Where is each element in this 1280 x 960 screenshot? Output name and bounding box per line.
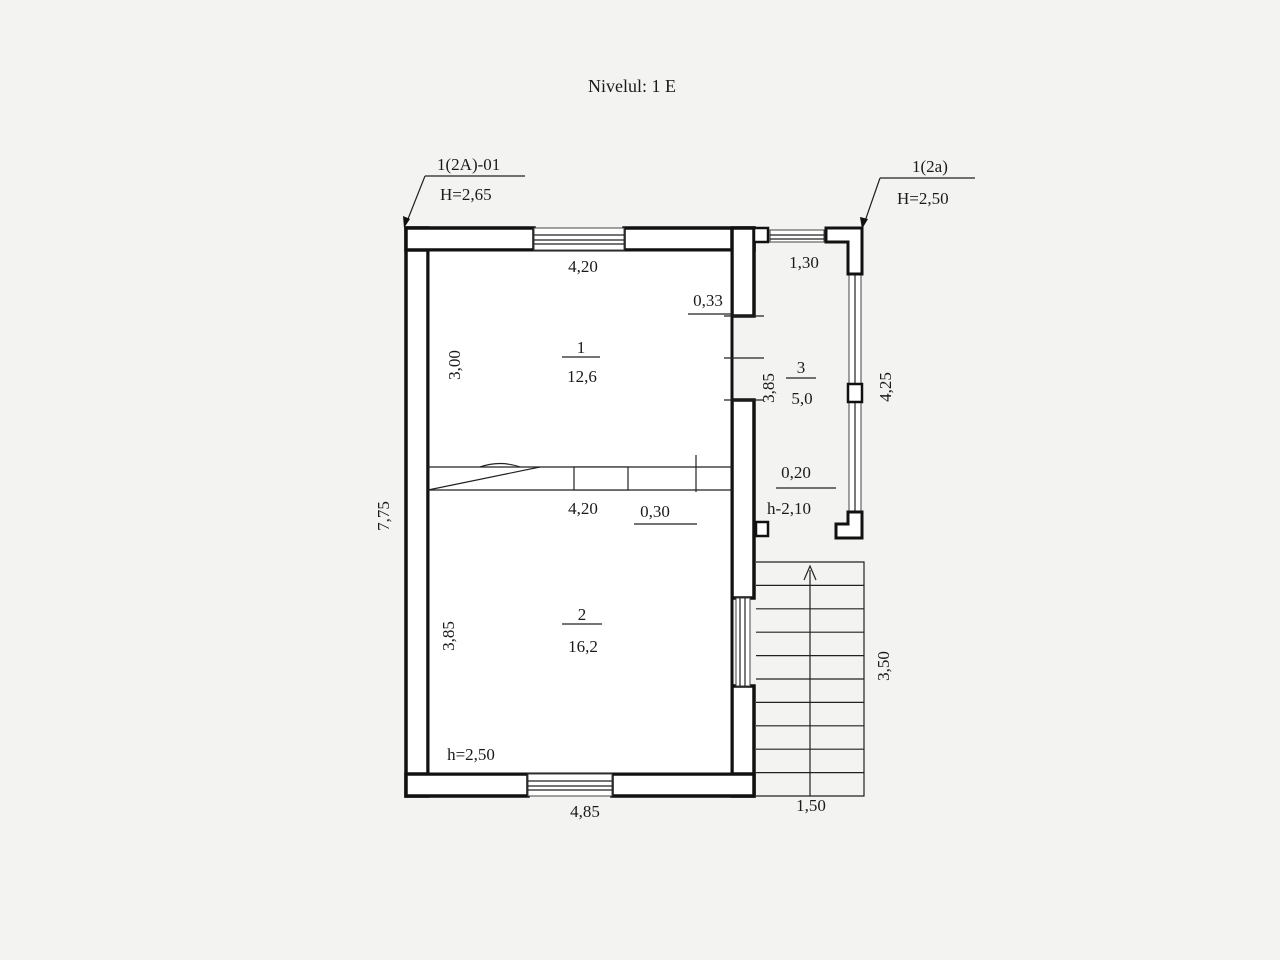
stair-arrow-head: [803, 564, 817, 581]
dim-terrace-width: 1,30: [789, 253, 819, 272]
windows: [527, 227, 862, 797]
dimension-labels: 4,20 1,30 0,33 3,00 3,85 4,25 4,20 0,30 …: [374, 253, 895, 821]
terrace-columns: [752, 226, 864, 540]
room-1-number: 1: [577, 338, 586, 357]
room-2-area: 16,2: [568, 637, 598, 656]
dim-mid-wall: 0,30: [640, 502, 670, 521]
callout-left: 1(2A)-01 H=2,65: [403, 155, 525, 228]
callout-right: 1(2a) H=2,50: [860, 157, 975, 229]
room-1-area: 12,6: [567, 367, 597, 386]
mid-partition: [427, 455, 732, 492]
room-2-label: 2 16,2: [562, 605, 602, 656]
dim-mid-width: 4,20: [568, 499, 598, 518]
room-3-area: 5,0: [791, 389, 812, 408]
dim-top-room1-width: 4,20: [568, 257, 598, 276]
door-opening-terrace: [724, 315, 764, 401]
dim-ceiling-height: h=2,50: [447, 745, 495, 764]
room-3-label: 3 5,0: [786, 358, 816, 408]
dim-room2-height: 3,85: [439, 621, 458, 651]
callout-left-code: 1(2A)-01: [437, 155, 500, 174]
dim-terrace-side: 4,25: [876, 372, 895, 402]
dim-partition-thickness: 0,33: [693, 291, 723, 310]
dim-bottom-width: 4,85: [570, 802, 600, 821]
callout-right-height: H=2,50: [897, 189, 949, 208]
room-2-number: 2: [578, 605, 587, 624]
room-3-number: 3: [797, 358, 806, 377]
stair: [756, 561, 865, 797]
plan-title: Nivelul: 1 E: [588, 76, 676, 96]
dim-door-height: h-2,10: [767, 499, 811, 518]
callout-left-height: H=2,65: [440, 185, 492, 204]
dim-door-wall: 0,20: [781, 463, 811, 482]
room-1-label: 1 12,6: [562, 338, 600, 386]
dim-room1-height: 3,00: [445, 350, 464, 380]
dim-stair-length: 3,50: [874, 651, 893, 681]
dim-overall-height: 7,75: [374, 501, 393, 531]
callout-right-code: 1(2a): [912, 157, 948, 176]
dim-stair-width: 1,50: [796, 796, 826, 815]
dim-terrace-room-height: 3,85: [759, 373, 778, 403]
